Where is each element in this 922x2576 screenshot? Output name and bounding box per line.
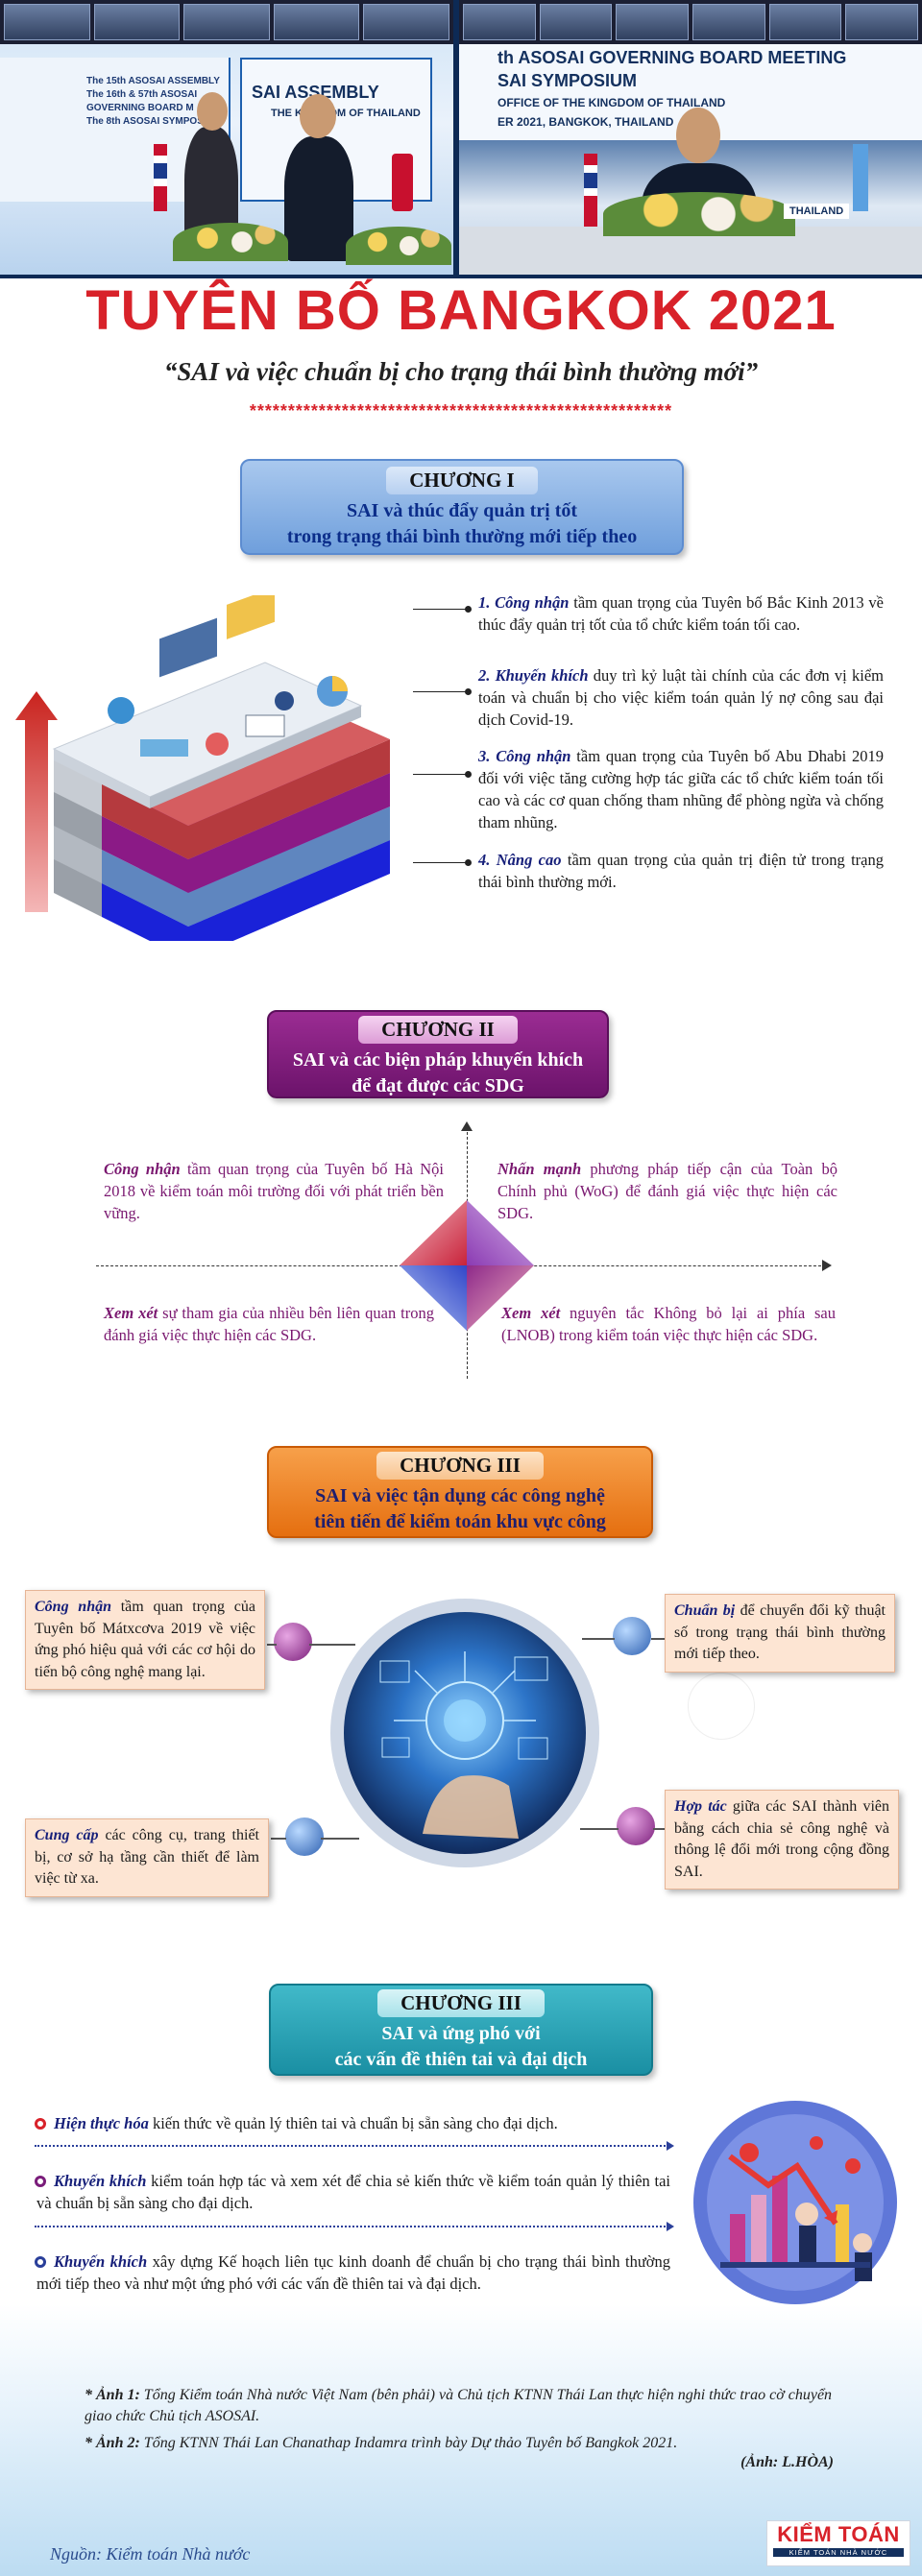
chapter3-item-2: Chuẩn bị để chuyển đổi kỹ thuật số trong… — [665, 1594, 895, 1673]
flag-blue-icon — [853, 144, 868, 211]
chapter2-label: CHƯƠNG II — [358, 1016, 518, 1044]
backdrop-subtitle: THE KINGDOM OF THAILAND — [271, 108, 421, 119]
source-line: Nguồn: Kiểm toán Nhà nước — [50, 2544, 251, 2564]
video-conference-strip — [0, 0, 453, 44]
chapter1-title: SAI và thúc đẩy quản trị tốt trong trạng… — [286, 500, 638, 547]
photo-flag-handover: The 15th ASOSAI ASSEMBLY The 16th & 57th… — [0, 0, 453, 275]
orb-purple-icon — [274, 1623, 312, 1661]
orb-purple-icon — [617, 1807, 655, 1845]
layered-office-illustration — [15, 595, 390, 941]
left-backdrop: The 15th ASOSAI ASSEMBLY The 16th & 57th… — [0, 58, 230, 202]
photo-credit: (Ảnh: L.HÒA) — [740, 2454, 834, 2470]
video-conference-strip-2 — [459, 0, 922, 44]
backdrop-title: SAI ASSEMBLY — [252, 83, 379, 102]
chapter2-item-2: Nhấn mạnh phương pháp tiếp cận của Toàn … — [497, 1160, 837, 1222]
chapter4-title: SAI và ứng phó với các vấn đề thiên tai … — [334, 2023, 588, 2070]
chapter3-header: CHƯƠNG III SAI và việc tận dụng các công… — [267, 1446, 653, 1538]
chapter4-item-2: Khuyến khích kiểm toán hợp tác và xem xé… — [36, 2172, 670, 2212]
kiem-toan-logo: KIỂM TOÁN KIỂM TOÁN NHÀ NƯỚC — [766, 2520, 910, 2566]
chapter1-item-3: 3. Công nhận tầm quan trọng của Tuyên bố… — [478, 747, 884, 831]
flag-stand-icon — [392, 154, 413, 211]
photo-note-1: * Ảnh 1: Tổng Kiểm toán Nhà nước Việt Na… — [85, 2387, 833, 2424]
chapter3-item-4: Hợp tác giữa các SAI thành viên bằng các… — [665, 1790, 899, 1890]
person-right — [284, 136, 353, 261]
page-title: TUYÊN BỐ BANGKOK 2021 — [85, 279, 837, 342]
flowers — [603, 192, 795, 236]
chapter4-label: CHƯƠNG III — [377, 1989, 545, 2017]
chapter1-item-4: 4. Nâng cao tầm quan trọng của quản trị … — [478, 851, 884, 891]
chapter3-item-1: Công nhận tầm quan trọng của Tuyên bố Má… — [25, 1590, 265, 1690]
bullet-red-icon — [35, 2118, 46, 2130]
nameplate: THAILAND — [784, 204, 850, 219]
pandemic-crisis-illustration — [693, 2101, 897, 2304]
flowers-right — [346, 227, 451, 265]
flowers-left — [173, 223, 288, 261]
photo-note-2: * Ảnh 2: Tổng KTNN Thái Lan Chanathap In… — [85, 2435, 678, 2451]
chapter2-title: SAI và các biện pháp khuyến khích để đạt… — [292, 1049, 584, 1096]
chapter2-item-1: Công nhận tầm quan trọng của Tuyên bố Hà… — [104, 1160, 444, 1222]
thai-flag-icon — [154, 144, 167, 211]
chapter4-item-1: Hiện thực hóa kiến thức về quản lý thiên… — [54, 2114, 558, 2132]
chapter3-label: CHƯƠNG III — [376, 1452, 544, 1480]
photo-chairman-speech: th ASOSAI GOVERNING BOARD MEETING SAI SY… — [459, 0, 922, 275]
orb-white-icon — [688, 1673, 755, 1740]
arrow-up-icon — [461, 1121, 473, 1131]
bullet-purple-icon — [35, 2176, 46, 2187]
header-photos: The 15th ASOSAI ASSEMBLY The 16th & 57th… — [0, 0, 922, 278]
chapter3-item-3: Cung cấp các công cụ, trang thiết bị, cơ… — [25, 1818, 269, 1897]
bullet-blue-icon — [35, 2256, 46, 2268]
page-subtitle: “SAI và việc chuẩn bị cho trạng thái bìn… — [163, 357, 759, 386]
arrow-right-icon — [822, 1260, 832, 1271]
backdrop-lines: The 15th ASOSAI ASSEMBLY The 16th & 57th… — [86, 76, 222, 127]
chapter2-header: CHƯƠNG II SAI và các biện pháp khuyến kh… — [267, 1010, 609, 1098]
star-divider: ****************************************… — [249, 401, 673, 421]
chapter4-header: CHƯƠNG III SAI và ứng phó với các vấn đề… — [269, 1984, 653, 2076]
growth-arrow-icon — [15, 691, 58, 912]
orb-blue-icon — [285, 1818, 324, 1856]
banner-backdrop: th ASOSAI GOVERNING BOARD MEETING SAI SY… — [459, 44, 922, 140]
thai-flag-icon — [584, 154, 597, 230]
chapter1-header: CHƯƠNG I SAI và thúc đẩy quản trị tốt tr… — [240, 459, 684, 555]
chapter2-item-4: Xem xét nguyên tắc Không bỏ lại ai phía … — [501, 1304, 836, 1344]
chapter1-label: CHƯƠNG I — [386, 467, 538, 494]
chapter2-item-3: Xem xét sự tham gia của nhiều bên liên q… — [104, 1304, 434, 1344]
orb-blue-icon — [613, 1617, 651, 1655]
technology-hand-circle — [330, 1599, 599, 1867]
diamond-quadrant-icon — [400, 1200, 534, 1331]
chapter1-item-1: 1. Công nhận tầm quan trọng của Tuyên bố… — [478, 593, 885, 634]
chapter4-item-3: Khuyến khích xây dựng Kế hoạch liên tục … — [36, 2252, 670, 2293]
chapter3-title: SAI và việc tận dụng các công nghệ tiên … — [314, 1485, 606, 1532]
chapter1-item-2: 2. Khuyến khích duy trì kỷ luật tài chín… — [478, 666, 884, 729]
